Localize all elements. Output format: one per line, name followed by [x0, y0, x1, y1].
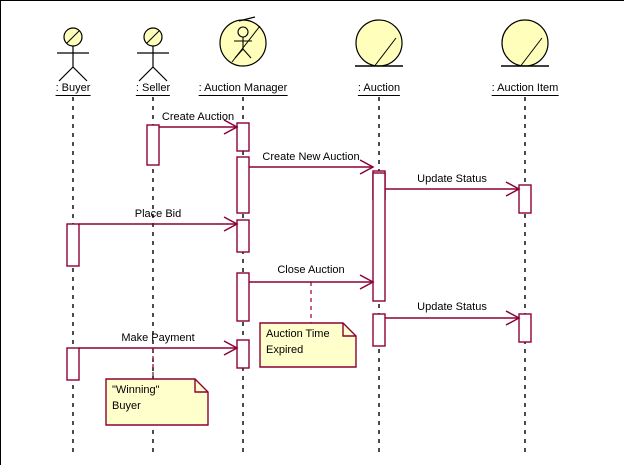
message-update-status-1: [385, 181, 521, 197]
message-label-close-auction: Close Auction: [277, 264, 345, 276]
note-connectors-group: [152, 282, 312, 379]
activation-am-create-auction: [236, 122, 250, 152]
message-label-make-payment: Make Payment: [121, 332, 195, 344]
activation-buyer-place-bid: [66, 223, 80, 267]
note-winning-buyer-line-0: "Winning": [112, 384, 160, 396]
entity-circle-icon: [501, 19, 549, 67]
arrowhead-icon: [223, 216, 239, 232]
participant-label-buyer: : Buyer: [55, 82, 91, 96]
participant-label-seller: : Seller: [135, 82, 171, 96]
note-body: [105, 378, 209, 426]
activation-auction-closed: [372, 313, 386, 347]
message-make-payment: [79, 340, 239, 356]
activation-am-create-new-auction: [236, 156, 250, 214]
note-auction-time-expired: [259, 322, 357, 368]
arrowhead-icon: [223, 340, 239, 356]
note-body: [259, 322, 357, 368]
message-label-create-new-auction: Create New Auction: [262, 151, 360, 163]
entity-circle-icon: [355, 19, 403, 67]
participant-label-auction-item: : Auction Item: [491, 82, 559, 96]
participant-icons-group: [57, 16, 549, 82]
message-create-new-auction: [249, 159, 375, 175]
control-actor-circle-icon: [219, 16, 267, 67]
note-auction-time-expired-line-1: Expired: [266, 344, 304, 356]
activation-bars-group: [66, 122, 532, 381]
participant-label-auction-manager: : Auction Manager: [198, 82, 288, 96]
note-fold-corner-icon: [342, 323, 356, 337]
activation-am-make-payment: [236, 339, 250, 369]
arrowhead-icon: [505, 181, 521, 197]
activation-item-update-1: [518, 184, 532, 214]
arrowhead-icon: [505, 310, 521, 326]
note-winning-buyer-line-1: Buyer: [112, 400, 141, 412]
message-close-auction: [249, 274, 375, 290]
arrowhead-icon: [359, 159, 375, 175]
message-place-bid: [79, 216, 239, 232]
message-update-status-2: [385, 310, 521, 326]
note-winning-buyer: [105, 378, 209, 426]
notes-group: [105, 322, 357, 426]
arrowhead-icon: [223, 119, 239, 135]
note-auction-time-expired-line-0: Auction Time: [266, 328, 330, 340]
participant-label-auction: : Auction: [357, 82, 401, 96]
activation-auction-live: [372, 172, 386, 302]
message-label-update-status-1: Update Status: [417, 173, 487, 185]
message-arrows-group: [79, 119, 521, 356]
note-fold-corner-icon: [194, 379, 208, 393]
activation-am-place-bid: [236, 219, 250, 253]
message-label-update-status-2: Update Status: [417, 301, 487, 313]
arrowhead-icon: [359, 274, 375, 290]
activation-buyer-make-payment: [66, 347, 80, 381]
message-label-create-auction: Create Auction: [161, 111, 235, 123]
activation-item-update-2: [518, 313, 532, 343]
activation-seller-create-auction: [146, 124, 160, 166]
activation-am-close-auction: [236, 272, 250, 322]
message-label-place-bid: Place Bid: [134, 208, 182, 220]
message-create-auction: [159, 119, 239, 135]
